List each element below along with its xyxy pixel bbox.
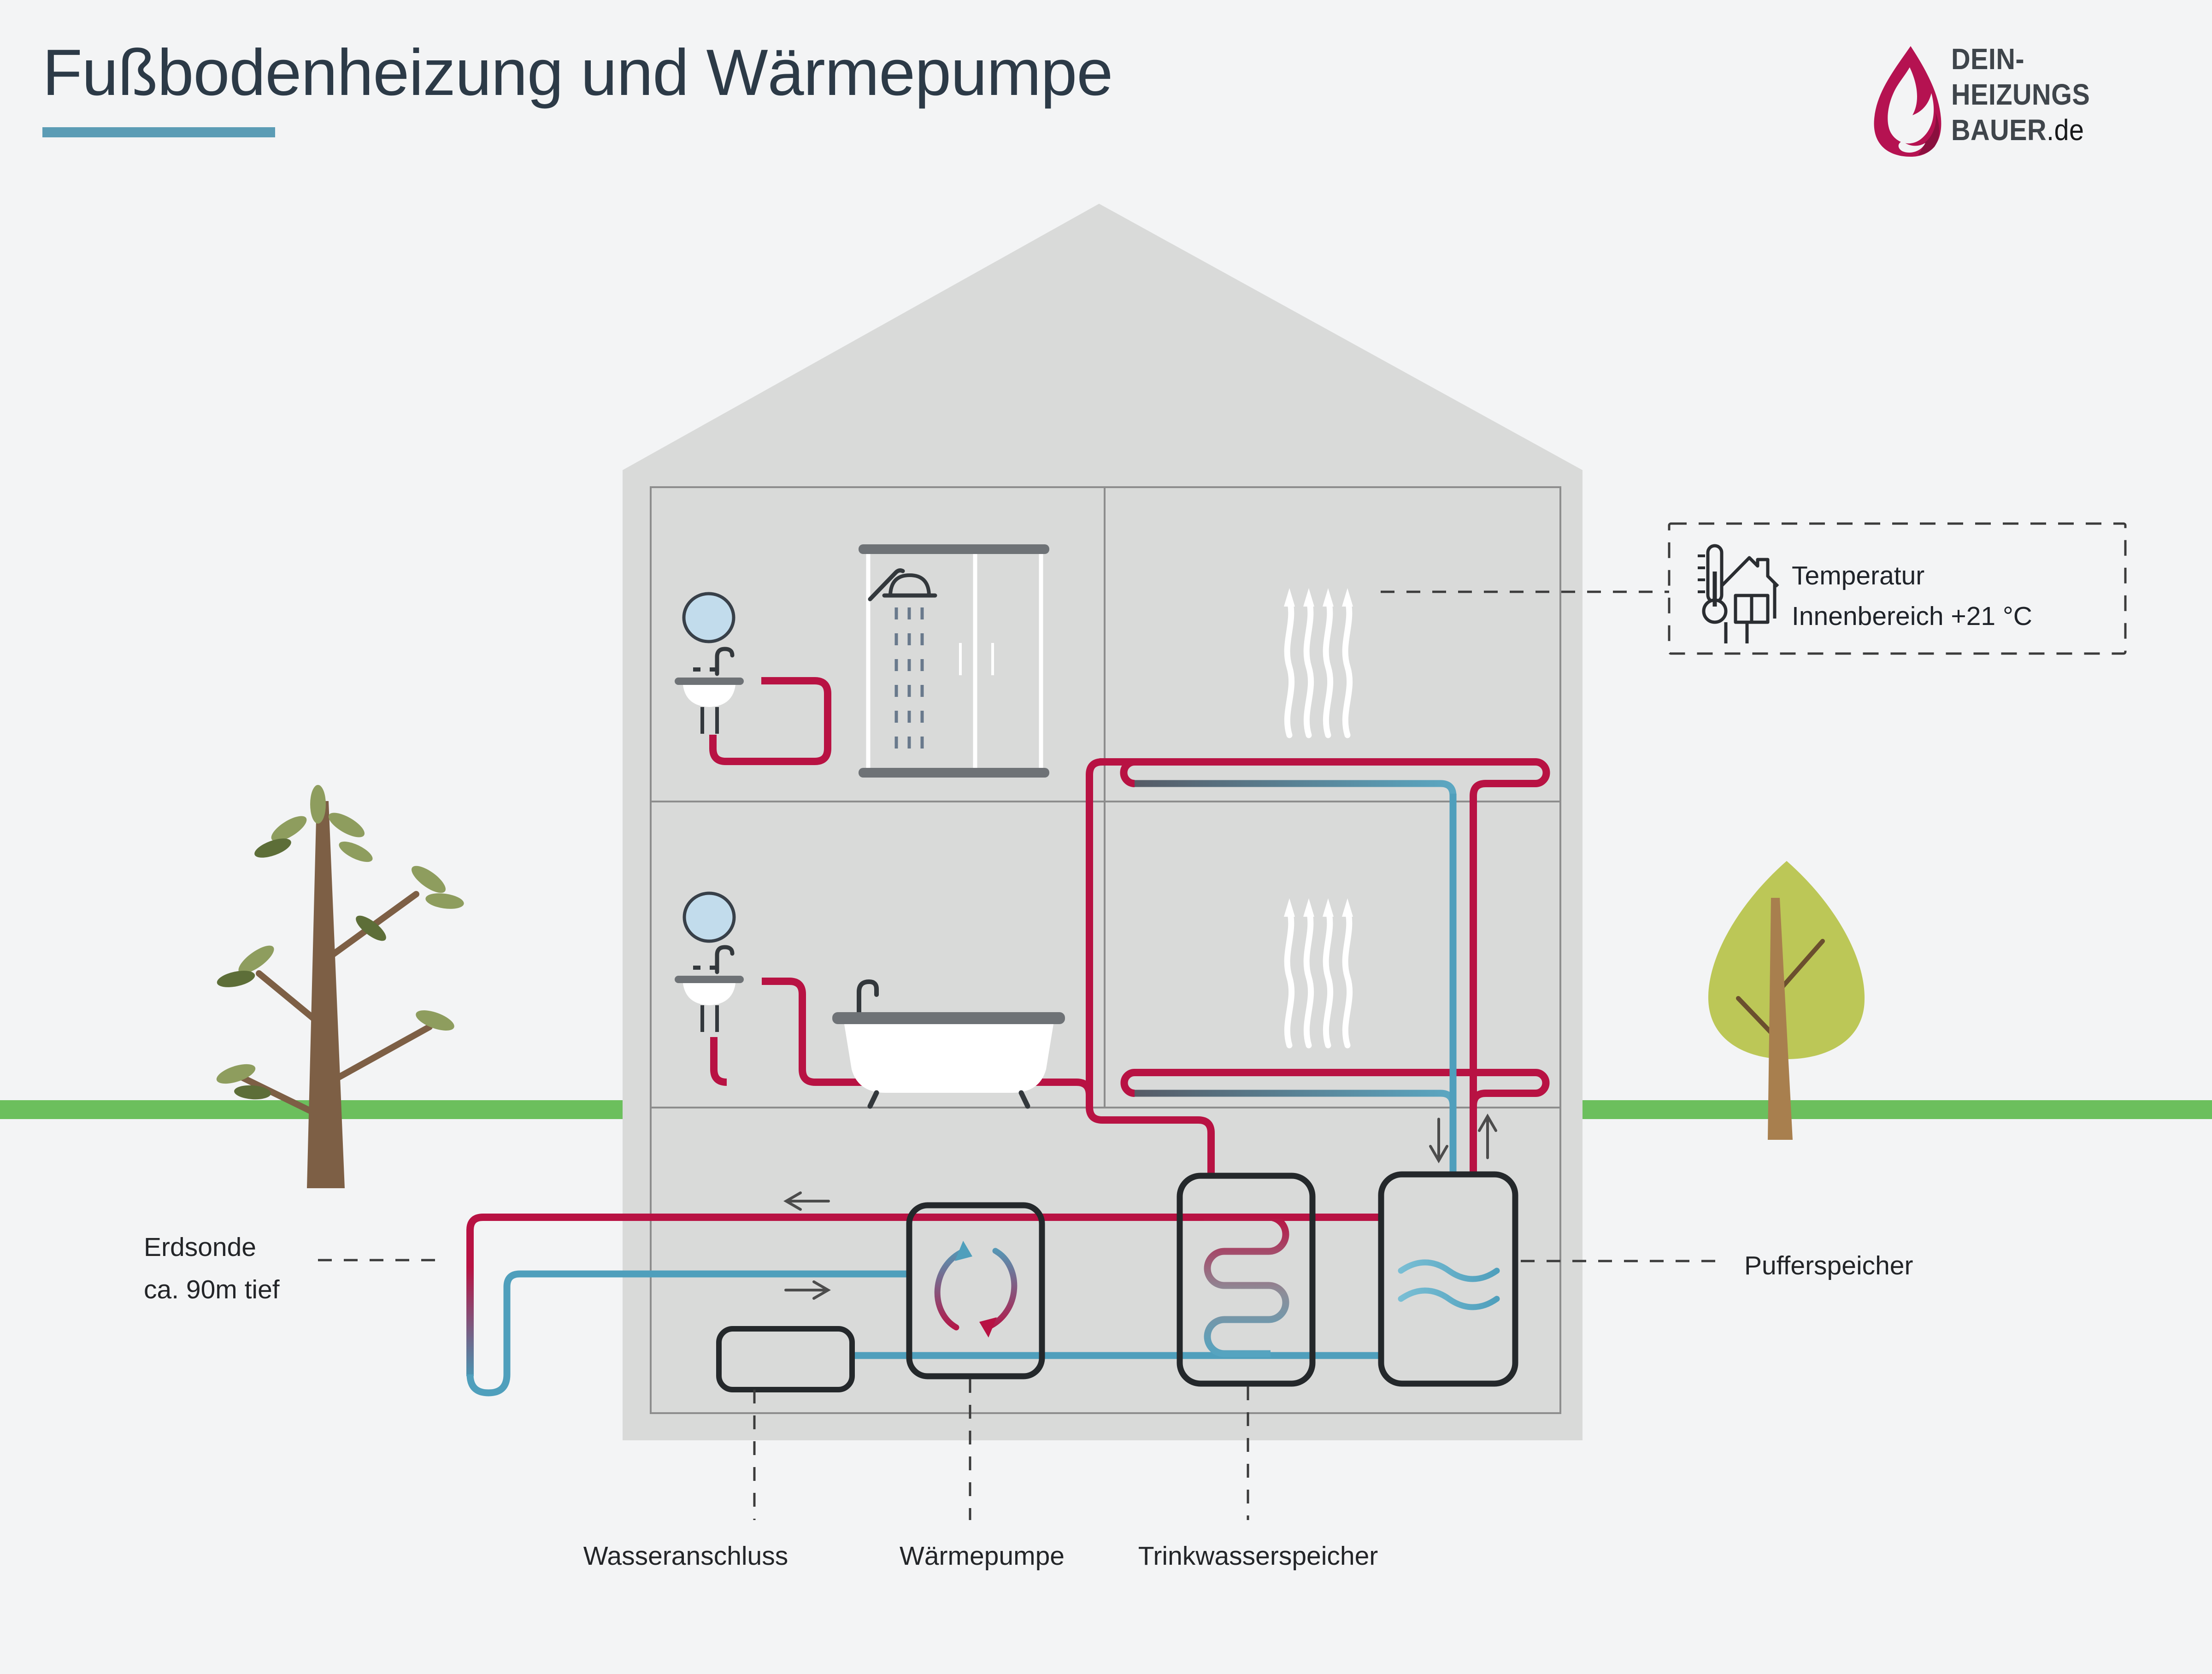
drinking-water-tank — [1177, 1173, 1316, 1387]
heat-wave-icon-top-room — [1284, 588, 1353, 738]
logo-line-1: DEIN- — [1951, 42, 2025, 76]
title-underline — [42, 127, 275, 137]
heating-pipes-hot — [709, 677, 1550, 1176]
flame-icon — [1874, 46, 1941, 157]
circulation-arrows-icon — [934, 1241, 1018, 1338]
water-connection-unit — [716, 1326, 855, 1392]
house-interior-walls — [650, 486, 1561, 1414]
temperature-callout-line2: Innenbereich +21 °C — [1792, 601, 2032, 631]
house-silhouette — [623, 204, 1583, 1440]
sink-top — [675, 647, 744, 734]
trinkwasserspeicher-label: Trinkwasserspeicher — [1138, 1541, 1378, 1571]
sink-middle — [675, 945, 744, 1032]
buffer-tank — [1378, 1171, 1518, 1387]
mirror-top — [682, 592, 735, 643]
logo-line-3: BAUER.de — [1951, 113, 2084, 147]
page-title: Fußbodenheizung und Wärmepumpe — [42, 36, 1113, 109]
erdsonde-label: Erdsonde ca. 90m tief — [144, 1232, 280, 1304]
heating-pipes-return — [1135, 780, 1457, 1176]
tree-left-icon — [216, 785, 464, 1188]
brand-logo: DEIN- HEIZUNGS BAUER.de — [1866, 41, 2198, 161]
heat-exchanger-coil-icon — [1204, 1214, 1289, 1357]
thermometer-house-icon — [1698, 544, 1779, 643]
tree-right-icon — [1708, 861, 1865, 1140]
waermepumpe-label: Wärmepumpe — [900, 1541, 1065, 1571]
wasseranschluss-label: Wasseranschluss — [583, 1541, 788, 1571]
logo-text: DEIN- HEIZUNGS BAUER.de — [1951, 41, 2090, 148]
flow-arrows — [783, 1114, 1497, 1300]
heat-wave-icon-middle-room — [1284, 898, 1353, 1049]
logo-line-2: HEIZUNGS — [1951, 78, 2090, 111]
leaf-icons — [216, 785, 464, 1100]
bathtub — [832, 979, 1065, 1109]
pufferspeicher-label: Pufferspeicher — [1744, 1251, 1913, 1280]
temperature-callout-line1: Temperatur — [1792, 561, 1925, 590]
temperature-callout-box — [1668, 522, 2127, 655]
shower — [859, 544, 1049, 778]
shower-head-icon — [868, 568, 937, 601]
buffer-water-icon — [1398, 1259, 1500, 1310]
erdsonde-pipes — [466, 1214, 1381, 1397]
mirror-middle — [682, 891, 736, 943]
heat-pump-unit — [906, 1202, 1045, 1379]
callout-connectors — [318, 590, 1723, 1520]
